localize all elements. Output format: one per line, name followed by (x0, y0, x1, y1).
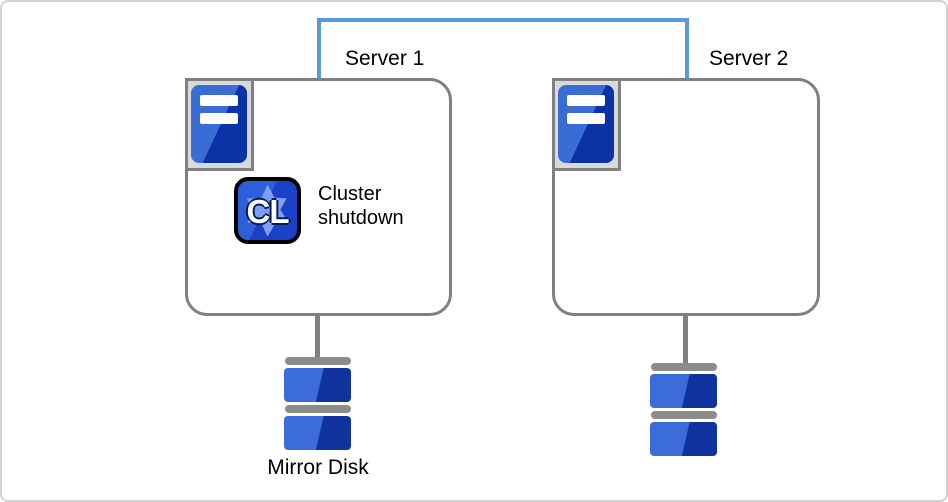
server-tower-body (558, 85, 614, 163)
server2-label: Server 2 (709, 47, 789, 70)
cluster-shutdown-label: Cluster shutdown (318, 182, 404, 230)
gear-splat-icon (246, 184, 289, 237)
disk-bar (650, 411, 717, 419)
server2-tower-icon (552, 78, 621, 171)
disk-bar (650, 363, 717, 371)
server1-disk-connector (315, 314, 320, 360)
disk-platter (284, 416, 351, 450)
cluster-shutdown-line2: shutdown (318, 207, 404, 229)
server2-disk-connector (683, 314, 688, 365)
disk-bar (284, 405, 351, 413)
cluster-app-icon: CL (234, 177, 301, 244)
server2-disk-stack-icon (650, 363, 717, 456)
disk-bar (284, 357, 351, 365)
server1-label: Server 1 (345, 47, 425, 70)
tower-slot (567, 113, 605, 124)
cluster-badge-text: CL (246, 193, 290, 230)
disk-platter (650, 422, 717, 456)
cluster-shutdown-line1: Cluster (318, 183, 382, 205)
mirror-disk-label: Mirror Disk (267, 456, 369, 479)
server-tower-body (191, 85, 247, 163)
tower-slot (200, 95, 238, 106)
server1-disk-stack-icon (284, 357, 351, 450)
tower-slot (567, 95, 605, 106)
tower-slot (200, 113, 238, 124)
disk-platter (284, 368, 351, 402)
server1-tower-icon (185, 78, 254, 171)
interconnect-line (317, 18, 689, 78)
disk-platter (650, 374, 717, 408)
